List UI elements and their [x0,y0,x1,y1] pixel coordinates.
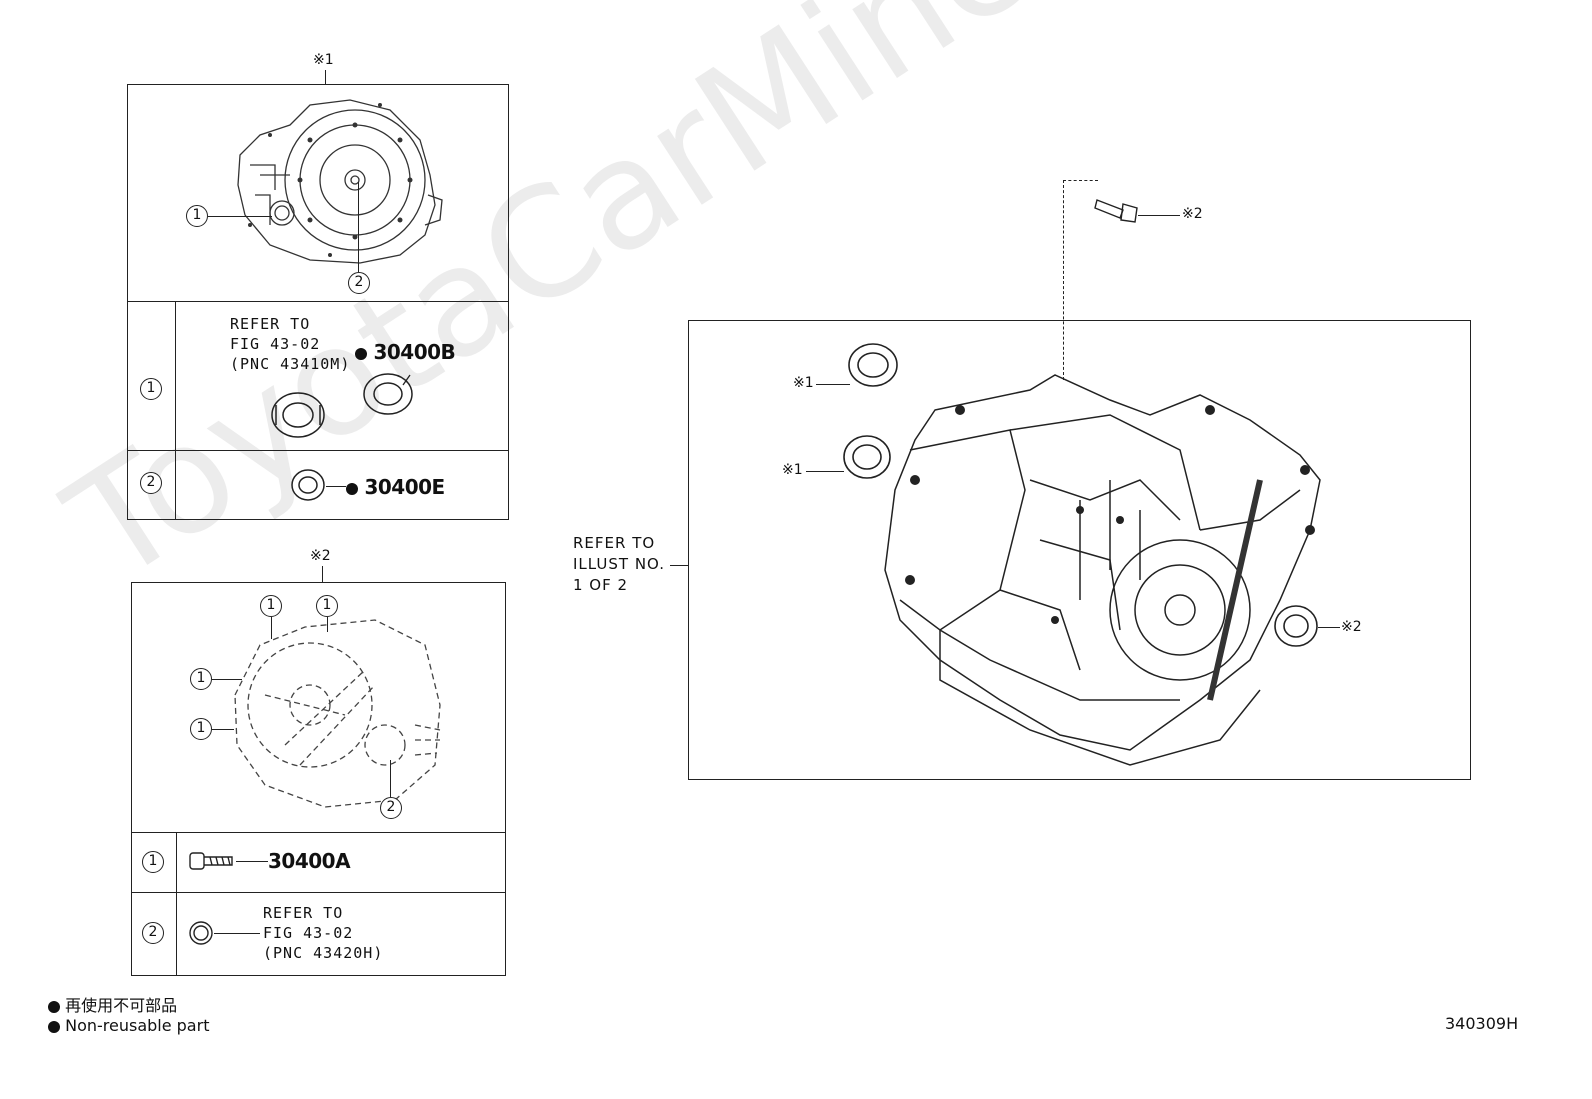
main-callout-seal-b: ※1 [782,462,803,478]
bolt-icon [1094,199,1138,223]
panel1-row1-part: 30400B [355,340,456,364]
panel2-illus-callout-1b: 1 [316,595,338,617]
transmission-front-icon [237,99,443,264]
panel1-row2-num: 2 [140,472,162,494]
panel2 [131,582,506,976]
panel2-illus-callout-1c: 1 [190,668,212,690]
panel1-illus-callout-2: 2 [348,272,370,294]
main-refer-note: REFER TO ILLUST NO. 1 OF 2 [573,534,666,594]
oil-seal-icon [843,435,891,479]
panel2-illus-callout-2: 2 [380,797,402,819]
legend-jp: 再使用不可部品 [48,992,177,1016]
panel1-illus-callout-1: 1 [186,205,208,227]
panel2-illus-callout-1d: 1 [190,718,212,740]
panel2-illus-callout-1a: 1 [260,595,282,617]
non-reusable-dot-icon [48,1020,60,1033]
panel1 [127,84,509,520]
oil-seal-pair-icon [271,373,413,438]
transmission-assembly-icon [884,374,1321,766]
main-assembly-frame [688,320,1471,780]
non-reusable-dot-icon [346,482,358,495]
panel2-row1-num: 1 [142,851,164,873]
panel2-row2-num: 2 [142,922,164,944]
panel2-ref-mark: ※2 [310,548,331,564]
main-callout-seal-a: ※1 [793,375,814,391]
oil-seal-icon [291,469,325,501]
non-reusable-dot-icon [48,1000,60,1013]
panel1-row1-num: 1 [140,378,162,400]
oil-seal-icon [1274,605,1318,647]
o-ring-icon [189,921,213,945]
main-callout-bolt: ※2 [1182,206,1203,222]
panel1-ref-mark: ※1 [313,52,334,68]
panel2-row2-refer: REFER TO FIG 43-02 (PNC 43420H) [263,904,384,962]
non-reusable-dot-icon [355,347,367,360]
panel1-row1-refer: REFER TO FIG 43-02 (PNC 43410M) [230,315,351,373]
figure-id: 340309H [1445,1014,1519,1033]
legend-en: Non-reusable part [48,1016,209,1035]
case-outline-icon [234,619,441,808]
oil-seal-icon [848,343,898,387]
panel1-row2-part: 30400E [346,475,445,499]
main-callout-seal-c: ※2 [1341,619,1362,635]
panel2-row1-part: 30400A [268,849,351,873]
bolt-icon [189,852,233,870]
